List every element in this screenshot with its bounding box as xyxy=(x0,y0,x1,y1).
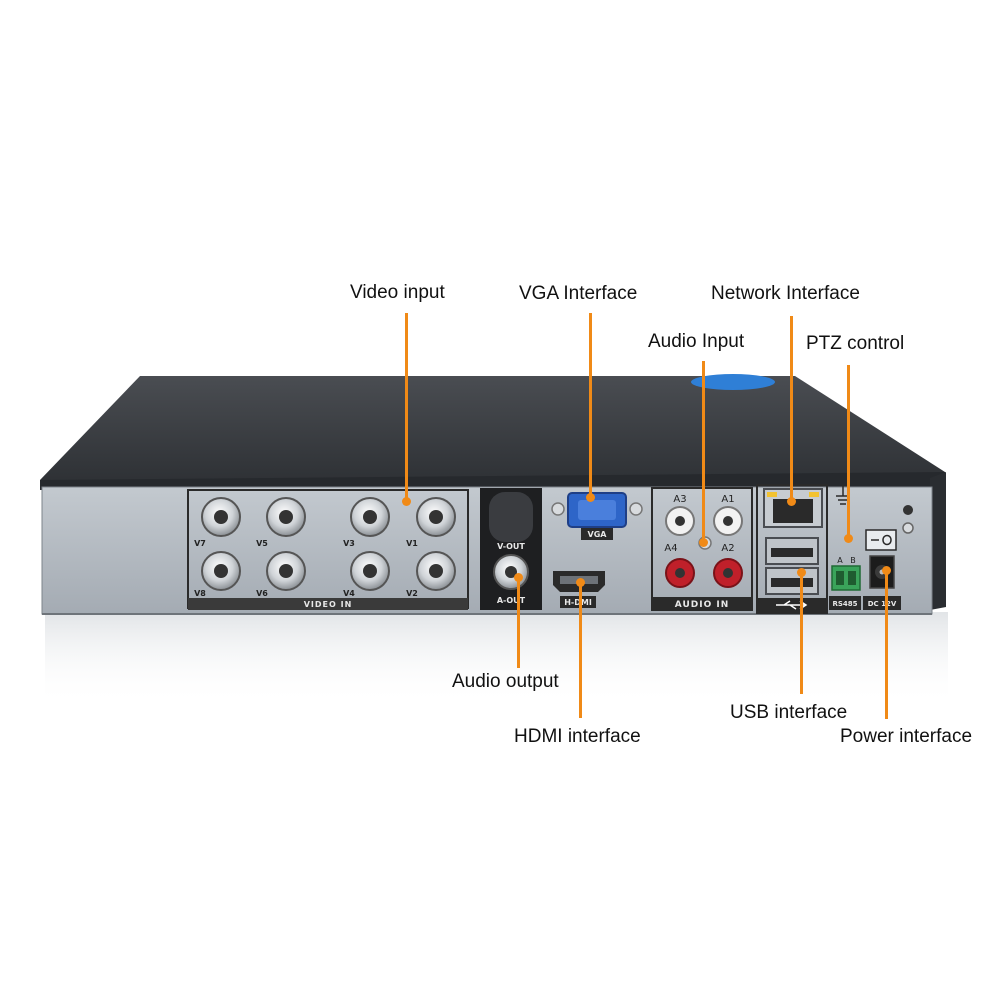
screw-1 xyxy=(903,505,913,515)
leader-video-input xyxy=(405,313,408,501)
usb-symbol xyxy=(776,600,808,610)
leader-ptz-control xyxy=(847,365,850,538)
callout-power-interface: Power interface xyxy=(840,726,973,747)
callout-vga-interface: VGA Interface xyxy=(519,283,638,304)
reflection xyxy=(45,612,948,705)
label-v8: V8 xyxy=(194,589,206,598)
bnc-connectors xyxy=(201,497,456,591)
callout-usb-interface: USB interface xyxy=(730,702,848,723)
dot-audio-input xyxy=(699,537,708,547)
dot-vga-interface xyxy=(586,492,595,502)
label-v6: V6 xyxy=(256,589,268,598)
label-a1: A1 xyxy=(721,494,734,505)
callout-audio-input: Audio Input xyxy=(648,331,745,352)
label-a4: A4 xyxy=(664,543,677,554)
label-a2: A2 xyxy=(721,543,734,554)
label-a-out: A-OUT xyxy=(497,596,526,605)
leader-audio-input xyxy=(702,361,705,542)
label-dc: DC 12V xyxy=(868,600,897,608)
label-pin-a: A xyxy=(837,556,843,565)
callout-video-input: Video input xyxy=(350,282,445,303)
label-v4: V4 xyxy=(343,589,355,598)
callout-hdmi-interface: HDMI interface xyxy=(514,726,641,747)
dot-audio-output xyxy=(514,572,523,582)
leader-audio-output xyxy=(517,577,520,668)
callout-network-interface: Network Interface xyxy=(711,283,860,304)
dot-power-interface xyxy=(882,565,891,575)
screw-2 xyxy=(902,522,914,534)
leader-vga-interface xyxy=(589,313,592,497)
callout-ptz-control: PTZ control xyxy=(806,333,905,354)
label-rs485: RS485 xyxy=(832,600,857,608)
dot-usb-interface xyxy=(797,567,806,577)
rca-connectors xyxy=(665,506,743,588)
callout-audio-output: Audio output xyxy=(452,671,559,692)
leader-hdmi-interface xyxy=(579,582,582,718)
dot-hdmi-interface xyxy=(576,577,585,587)
label-v7: V7 xyxy=(194,539,206,548)
leader-power-interface xyxy=(885,570,888,719)
label-pin-b: B xyxy=(850,556,856,565)
label-v1: V1 xyxy=(406,539,418,548)
label-audio-in: AUDIO IN xyxy=(675,600,729,610)
label-v-out: V-OUT xyxy=(497,542,525,551)
dot-video-input xyxy=(402,496,411,506)
label-video-in: VIDEO IN xyxy=(304,600,353,609)
leader-usb-interface xyxy=(800,572,803,694)
brand-badge xyxy=(691,374,775,390)
label-v2: V2 xyxy=(406,589,418,598)
dot-ptz-control xyxy=(844,533,853,543)
label-hdmi: H-DMI xyxy=(564,598,592,607)
label-v3: V3 xyxy=(343,539,355,548)
label-v5: V5 xyxy=(256,539,268,548)
dot-network-interface xyxy=(787,496,796,506)
leader-network-interface xyxy=(790,316,793,501)
chassis-top xyxy=(40,376,945,490)
label-a3: A3 xyxy=(673,494,686,505)
label-vga: VGA xyxy=(588,530,608,539)
chassis-side xyxy=(930,472,946,610)
ground-symbol xyxy=(836,484,850,505)
